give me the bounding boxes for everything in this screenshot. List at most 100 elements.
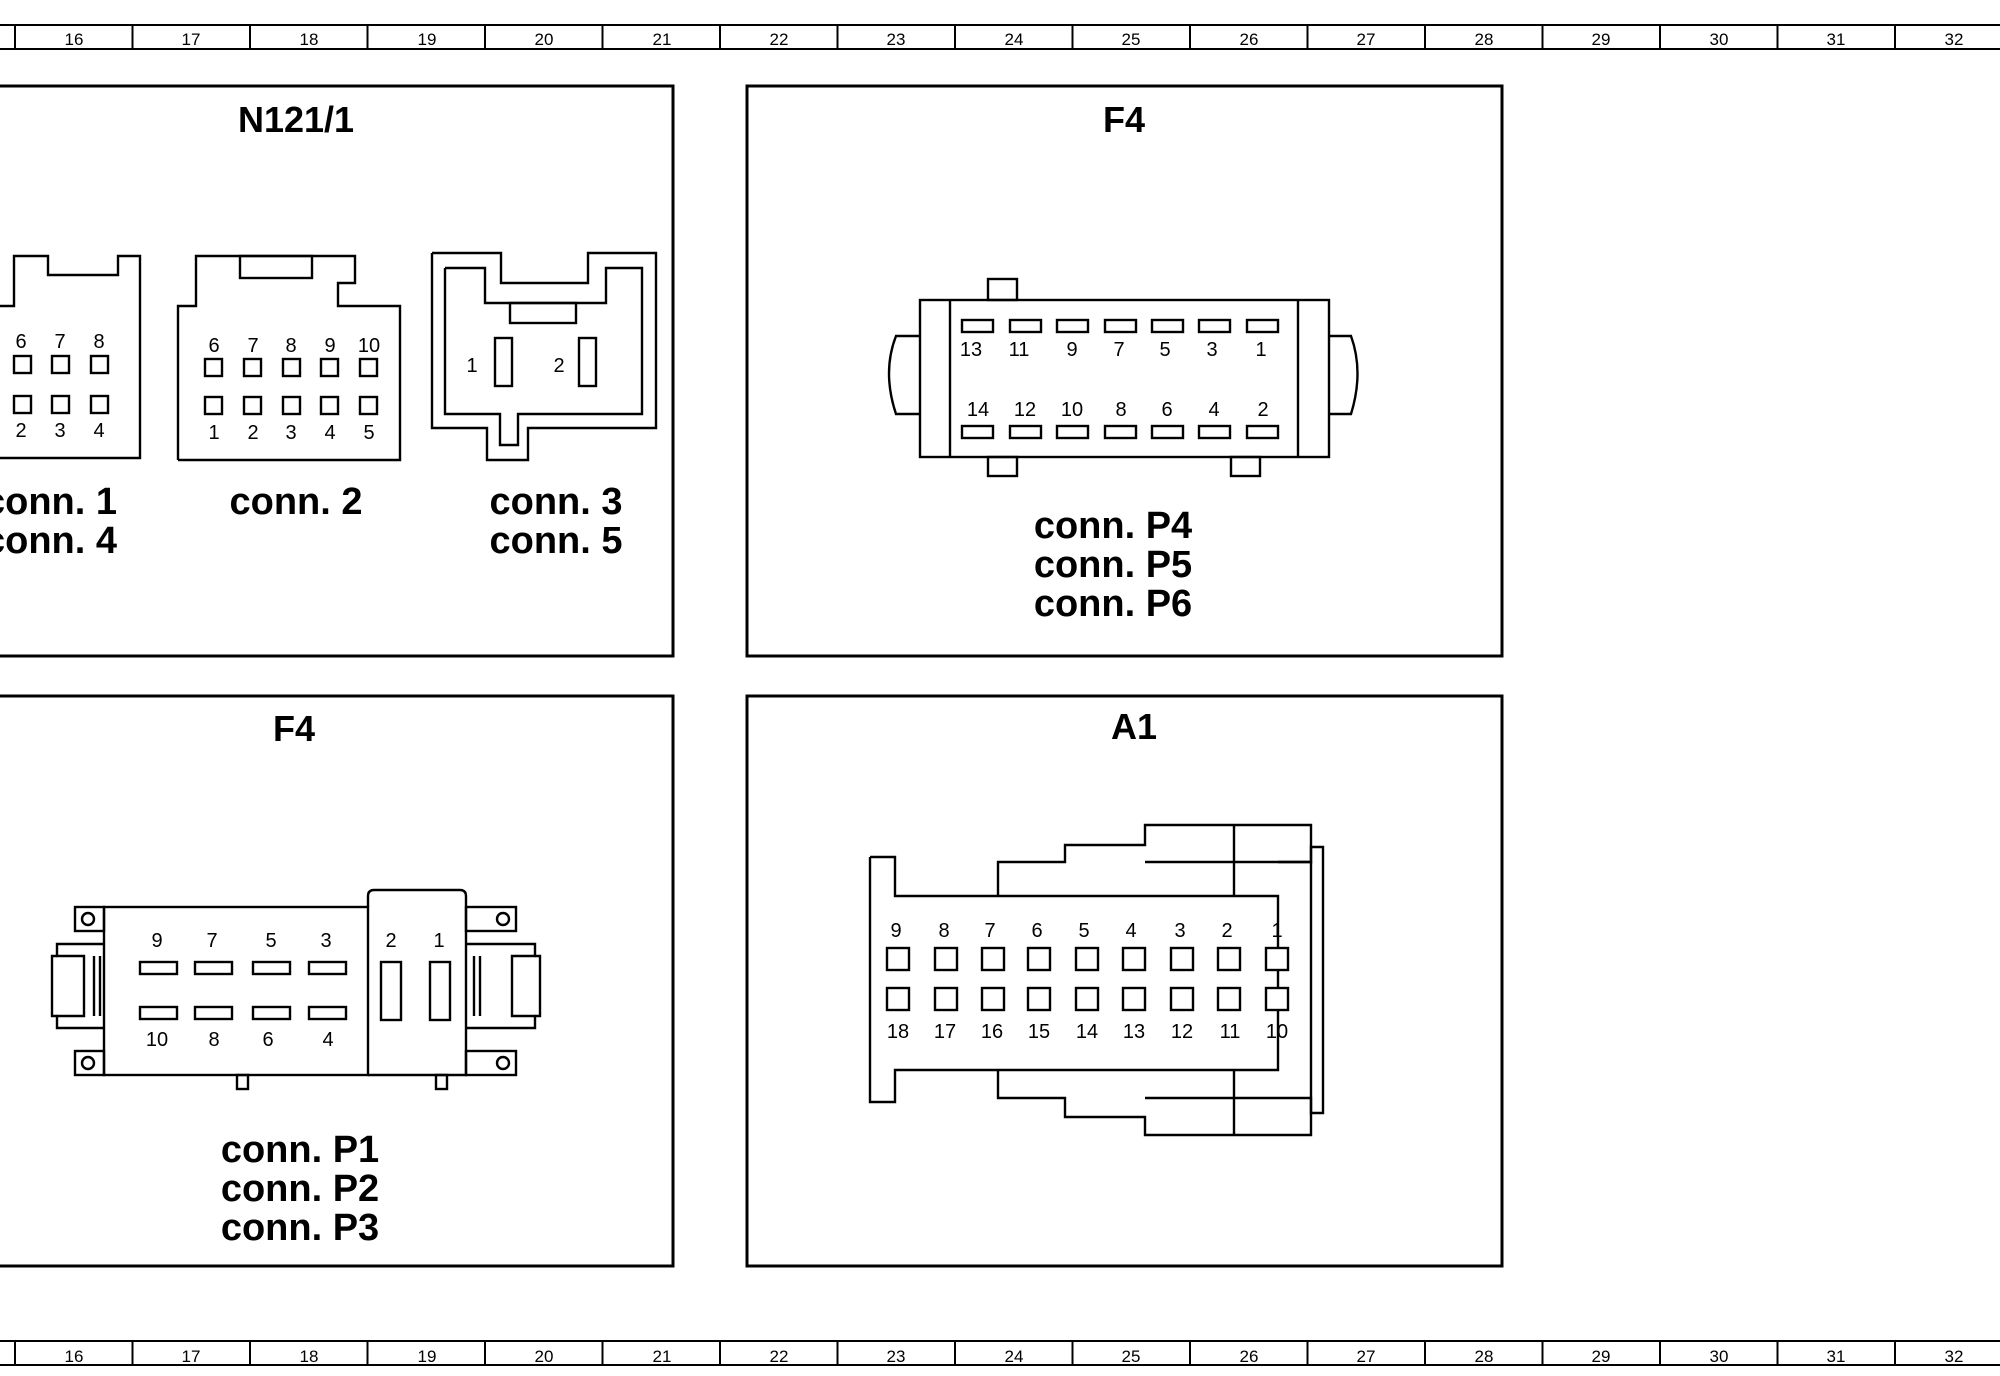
top-scale: 16 17 18 19 20 21 22 23 24 25 26 27 28 2… xyxy=(0,24,2000,50)
pin xyxy=(358,357,379,378)
connector-3-drawing: 1 2 xyxy=(430,251,658,462)
scale-number: 29 xyxy=(1592,1347,1611,1366)
scale-number: 28 xyxy=(1475,30,1494,49)
scale-number: 27 xyxy=(1357,30,1376,49)
pin xyxy=(1169,946,1195,972)
pin-number: 5 xyxy=(1078,920,1089,942)
pin xyxy=(933,986,959,1012)
scale-number: 30 xyxy=(1710,1347,1729,1366)
scale-number: 21 xyxy=(653,30,672,49)
connector-caption: conn. P2 xyxy=(221,1168,379,1210)
scale-number: 24 xyxy=(1005,30,1024,49)
pin xyxy=(1055,424,1090,440)
pin xyxy=(1026,986,1052,1012)
pin xyxy=(379,960,403,1022)
scale-number: 18 xyxy=(300,30,319,49)
pin-number: 3 xyxy=(1206,339,1217,361)
scale-number: 24 xyxy=(1005,1347,1024,1366)
connector-caption: conn. 5 xyxy=(489,520,622,562)
pin xyxy=(885,986,911,1012)
connector-caption: conn. 2 xyxy=(229,481,362,523)
pin-number: 14 xyxy=(967,399,989,421)
pin-number: 3 xyxy=(285,422,296,444)
pin-number: 7 xyxy=(247,335,258,357)
pin xyxy=(428,960,452,1022)
pin xyxy=(203,357,224,378)
pin-number: 3 xyxy=(320,930,331,952)
connector-2-drawing: 6 7 8 9 10 1 2 3 4 5 xyxy=(176,254,402,462)
scale-number: 20 xyxy=(535,30,554,49)
scale-number: 31 xyxy=(1827,30,1846,49)
pin-number: 10 xyxy=(1266,1021,1288,1043)
scale-number: 28 xyxy=(1475,1347,1494,1366)
panel-n121-1: N121/1 6 7 8 2 3 4 conn. 1 conn. 4 xyxy=(0,84,675,658)
pin-number: 1 xyxy=(466,355,477,377)
pin-number: 1 xyxy=(1271,920,1282,942)
scale-number: 16 xyxy=(65,30,84,49)
pin xyxy=(1169,986,1195,1012)
pin xyxy=(1150,424,1185,440)
pin-number: 2 xyxy=(1221,920,1232,942)
panel-title: F4 xyxy=(273,708,315,749)
scale-number: 19 xyxy=(418,1347,437,1366)
pin xyxy=(251,960,292,976)
scale-number: 20 xyxy=(535,1347,554,1366)
panel-f4-bottom: F4 xyxy=(0,694,675,1268)
pin-number: 7 xyxy=(1113,339,1124,361)
pin xyxy=(12,354,33,375)
pin xyxy=(1121,946,1147,972)
pin-number: 10 xyxy=(1061,399,1083,421)
pin xyxy=(1121,986,1147,1012)
pin xyxy=(307,960,348,976)
panel-title: F4 xyxy=(1103,99,1145,140)
pin-number: 9 xyxy=(1066,339,1077,361)
scale-number: 19 xyxy=(418,30,437,49)
pin xyxy=(980,986,1006,1012)
connector-caption: conn. P6 xyxy=(1034,583,1192,625)
pin-number: 8 xyxy=(938,920,949,942)
pin-number: 4 xyxy=(324,422,335,444)
pin-number: 2 xyxy=(247,422,258,444)
pin xyxy=(1103,424,1138,440)
pin xyxy=(960,318,995,334)
pin-number: 1 xyxy=(433,930,444,952)
pin xyxy=(1074,986,1100,1012)
scale-number: 25 xyxy=(1122,1347,1141,1366)
pin-number: 5 xyxy=(1159,339,1170,361)
panel-a1: A1 9 8 7 6 5 4 3 2 1 18 17 xyxy=(745,694,1504,1268)
pin xyxy=(1008,318,1043,334)
scale-number: 22 xyxy=(770,1347,789,1366)
pin-number: 4 xyxy=(1125,920,1136,942)
pin-number: 2 xyxy=(1257,399,1268,421)
pin xyxy=(933,946,959,972)
pin-number: 5 xyxy=(363,422,374,444)
connector-caption: conn. P5 xyxy=(1034,544,1192,586)
pin-number: 4 xyxy=(322,1029,333,1051)
connector-a1-drawing: 9 8 7 6 5 4 3 2 1 18 17 16 15 14 13 12 1… xyxy=(868,823,1325,1137)
scale-number: 27 xyxy=(1357,1347,1376,1366)
pin-number: 9 xyxy=(324,335,335,357)
pin xyxy=(307,1005,348,1021)
pin xyxy=(12,394,33,415)
pin-number: 8 xyxy=(208,1029,219,1051)
pin xyxy=(493,336,514,388)
pin-number: 6 xyxy=(1031,920,1042,942)
pin-number: 5 xyxy=(265,930,276,952)
pin xyxy=(1197,424,1232,440)
pin-number: 2 xyxy=(385,930,396,952)
pin xyxy=(1264,946,1290,972)
pin-number: 6 xyxy=(262,1029,273,1051)
pin xyxy=(960,424,995,440)
pin xyxy=(358,395,379,416)
pin xyxy=(251,1005,292,1021)
pin xyxy=(1026,946,1052,972)
pin xyxy=(50,354,71,375)
pin-number: 3 xyxy=(54,420,65,442)
pin-number: 9 xyxy=(890,920,901,942)
pin xyxy=(980,946,1006,972)
scale-number: 25 xyxy=(1122,30,1141,49)
pin xyxy=(281,357,302,378)
pin xyxy=(89,394,110,415)
panel-title: N121/1 xyxy=(238,99,354,140)
panel-title: A1 xyxy=(1111,706,1157,747)
